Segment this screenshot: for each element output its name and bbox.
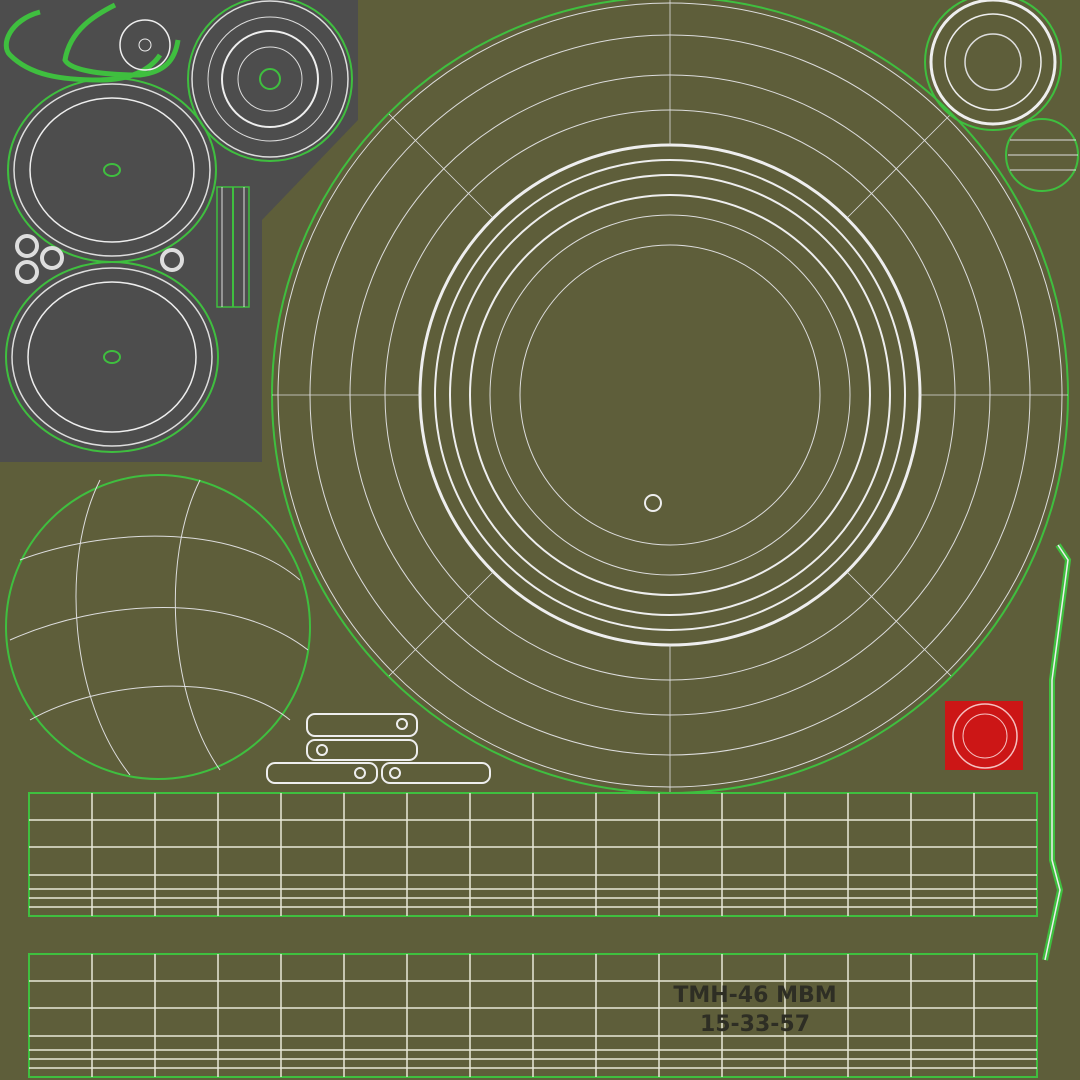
uv-disk-top-right [924,0,1062,131]
uv-grid-band-1-cols [91,793,975,916]
uv-grid-band-2-cols [91,954,975,1077]
gray-panel [0,0,358,462]
main-disk-spokes [272,0,1068,793]
red-patch [945,701,1023,770]
seam-arc-strips [3,2,181,83]
stencil-label-line1: ТМН-46 МВМ [673,983,837,1008]
uv-disk-striped [1005,118,1079,192]
vertical-strip [216,186,250,308]
small-rings [15,234,184,284]
stencil-label-line2: 15-33-57 [699,1012,811,1037]
uv-sphere [5,474,311,780]
uv-handles [266,713,491,784]
uv-disk-small-top [187,0,353,162]
uv-disk-wavy-2 [5,261,219,453]
